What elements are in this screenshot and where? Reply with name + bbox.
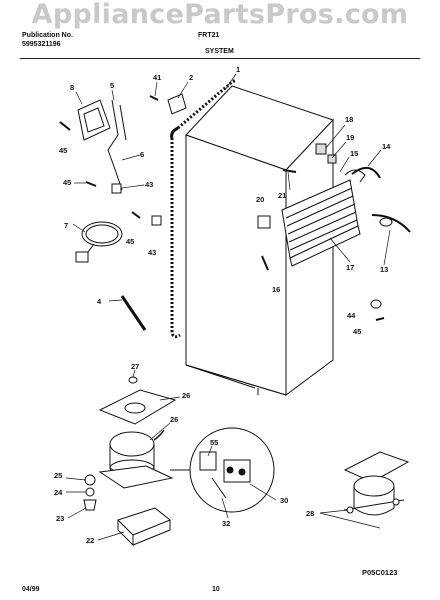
compressor-mount bbox=[343, 451, 410, 516]
callout-label: 13 bbox=[380, 265, 388, 274]
callout-label: 30 bbox=[280, 496, 288, 505]
callout-labels: 1 2 41 8 5 45 6 45 43 7 45 43 4 18 19 15… bbox=[54, 65, 391, 545]
grommet-stack bbox=[83, 474, 97, 511]
clip-43b bbox=[151, 215, 162, 226]
callout-label: 21 bbox=[278, 191, 286, 200]
header-rule bbox=[20, 58, 420, 59]
screw-45a bbox=[59, 121, 71, 131]
callout-label: 7 bbox=[64, 221, 68, 230]
callout-label: 45 bbox=[353, 327, 361, 336]
callout-label: 27 bbox=[131, 362, 139, 371]
compressor-bracket bbox=[117, 507, 171, 547]
refrigerator-cabinet bbox=[185, 85, 334, 396]
callout-label: 18 bbox=[345, 115, 353, 124]
callout-label: 45 bbox=[63, 178, 71, 187]
callout-label: 15 bbox=[350, 149, 358, 158]
callout-label: 24 bbox=[54, 488, 63, 497]
section-title: SYSTEM bbox=[205, 48, 234, 55]
wire-harness bbox=[107, 99, 127, 191]
callout-label: 23 bbox=[56, 514, 64, 523]
callout-label: 17 bbox=[346, 263, 354, 272]
callout-label: 22 bbox=[86, 536, 94, 545]
callout-label: 8 bbox=[70, 83, 74, 92]
screw-45b bbox=[85, 181, 97, 187]
callout-label: 55 bbox=[210, 438, 218, 447]
relay-detail bbox=[170, 427, 275, 513]
clip-16 bbox=[261, 255, 269, 271]
bracket-2 bbox=[167, 93, 187, 115]
condenser-coil bbox=[281, 179, 361, 267]
callout-label: 4 bbox=[97, 297, 102, 306]
callout-label: 5 bbox=[110, 81, 114, 90]
callout-label: 20 bbox=[256, 195, 264, 204]
callout-label: 43 bbox=[148, 248, 156, 257]
screw-45d bbox=[375, 317, 385, 321]
callout-label: 43 bbox=[145, 180, 153, 189]
callout-label: 6 bbox=[140, 150, 144, 159]
grommet-27 bbox=[128, 376, 138, 384]
callout-label: 44 bbox=[347, 311, 356, 320]
callout-label: 26 bbox=[170, 415, 178, 424]
callout-label: 19 bbox=[346, 133, 354, 142]
revision-date: 04/99 bbox=[22, 586, 40, 593]
callout-label: 25 bbox=[54, 471, 62, 480]
heater-part bbox=[351, 167, 381, 179]
clip-43a bbox=[111, 183, 122, 194]
screw-45c bbox=[131, 211, 141, 219]
grommet-44 bbox=[370, 299, 382, 309]
bracket-4 bbox=[120, 295, 147, 331]
callout-label: 41 bbox=[153, 73, 161, 82]
condenser-tubing bbox=[170, 78, 237, 339]
filter-drier bbox=[371, 214, 411, 233]
publication-number: 5995321196 bbox=[22, 41, 61, 48]
screw-41 bbox=[149, 95, 159, 101]
bracket-box bbox=[77, 99, 111, 141]
figure-code: P05C0123 bbox=[362, 568, 398, 577]
leader-lines bbox=[65, 73, 391, 541]
callout-label: 28 bbox=[306, 509, 314, 518]
publication-label: Publication No. bbox=[22, 32, 73, 39]
callout-label: 16 bbox=[272, 285, 280, 294]
page-number: 10 bbox=[212, 586, 220, 593]
callout-label: 14 bbox=[382, 142, 391, 151]
watermark: AppliancePartsPros.com bbox=[31, 0, 409, 30]
callout-label: 45 bbox=[59, 146, 67, 155]
screw-21 bbox=[282, 169, 297, 173]
callout-label: 1 bbox=[236, 65, 240, 74]
model-number: FRT21 bbox=[198, 32, 220, 39]
callout-label: 2 bbox=[189, 73, 193, 82]
drain-pan bbox=[98, 389, 177, 425]
power-cord bbox=[75, 221, 123, 263]
callout-label: 45 bbox=[126, 237, 134, 246]
small-part-20 bbox=[257, 215, 271, 229]
callout-label: 32 bbox=[222, 519, 230, 528]
compressor bbox=[98, 429, 174, 489]
callout-label: 26 bbox=[182, 391, 190, 400]
